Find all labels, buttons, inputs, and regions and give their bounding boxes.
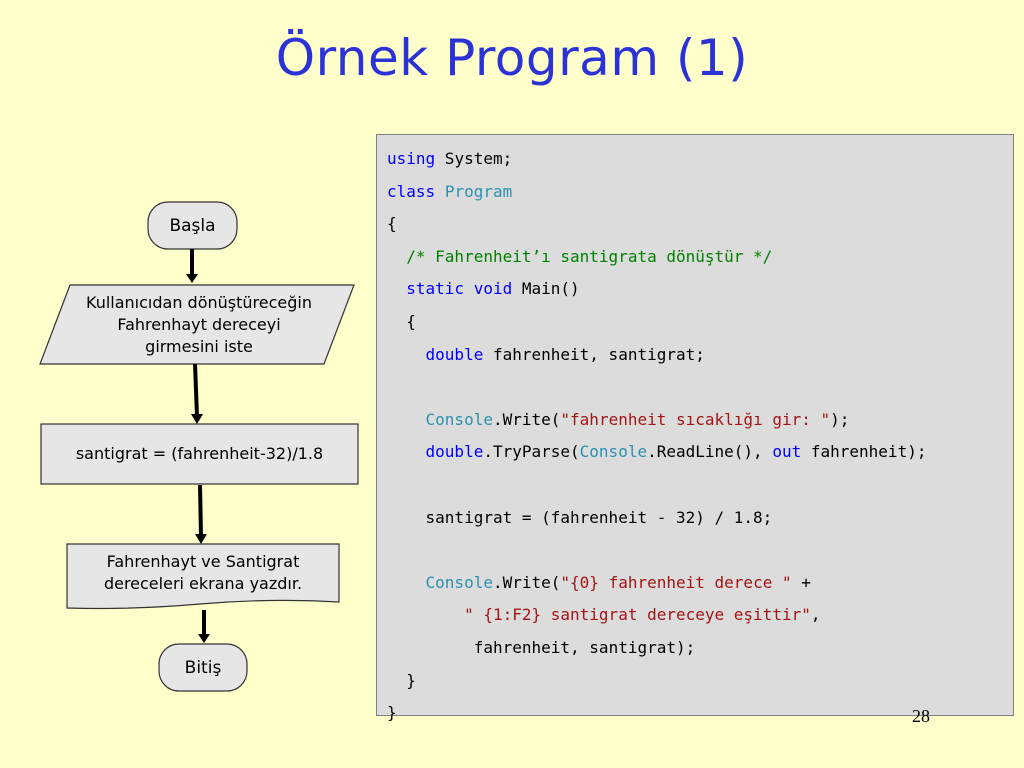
arrow-3 <box>198 484 203 537</box>
output-document <box>66 543 340 610</box>
arrow-1-head <box>186 274 198 283</box>
start-label: Başla <box>169 215 216 236</box>
arrow-2 <box>193 363 199 417</box>
code-line-4: /* Fahrenheit’ı santigrata dönüştür */ <box>406 246 773 266</box>
code-panel: using System; class Program { /* Fahrenh… <box>376 134 1014 722</box>
code-line-16: fahrenheit, santigrat); <box>473 637 696 657</box>
code-line-17: } <box>406 670 416 690</box>
code-line-1: using System; <box>387 149 513 168</box>
flowchart: Başla Kullanıcıdan dönüştüreceğin Fahren… <box>0 0 380 768</box>
code-line-12: santigrat = (fahrenheit - 32) / 1.8; <box>425 507 773 527</box>
code-line-18: } <box>387 703 397 723</box>
input-parallelogram <box>39 284 355 365</box>
code-line-2: class Program <box>387 181 513 201</box>
slide-title: Örnek Program (1) <box>275 29 749 87</box>
input-label: Kullanıcıdan dönüştüreceğin Fahrenhayt d… <box>44 287 354 363</box>
code-line-10: double.TryParse(Console.ReadLine(), out … <box>425 442 927 462</box>
arrow-2-head <box>191 414 203 424</box>
end-terminator <box>158 643 248 692</box>
page-number: 28 <box>912 706 930 726</box>
output-line-2: dereceleri ekrana yazdır. <box>103 574 303 593</box>
code-line-15: " {1:F2} santigrat dereceye eşittir", <box>464 605 821 625</box>
input-line-1: Kullanıcıdan dönüştüreceğin <box>86 293 312 312</box>
output-line-1: Fahrenhayt ve Santigrat <box>106 552 300 571</box>
code-line-9: Console.Write("fahrenheit sıcaklığı gir:… <box>425 409 850 429</box>
arrow-3-head <box>195 534 207 544</box>
output-label: Fahrenhayt ve Santigrat dereceleri ekran… <box>67 545 339 601</box>
process-box <box>40 423 359 485</box>
code-line-14: Console.Write("{0} fahrenheit derece " + <box>425 572 811 592</box>
end-label: Bitiş <box>184 657 222 678</box>
code-line-3: { <box>387 214 397 234</box>
process-label: santigrat = (fahrenheit-32)/1.8 <box>75 444 324 463</box>
code-line-7: double fahrenheit, santigrat; <box>425 344 705 364</box>
input-line-2: Fahrenhayt dereceyi <box>117 315 281 334</box>
code-listing: using System; class Program { /* Fahrenh… <box>387 143 926 730</box>
code-line-5: static void Main() <box>406 279 580 299</box>
arrow-4-head <box>198 634 210 643</box>
flowchart-shapes <box>39 201 359 692</box>
input-line-3: girmesini iste <box>145 337 253 356</box>
code-line-6: { <box>406 311 416 331</box>
